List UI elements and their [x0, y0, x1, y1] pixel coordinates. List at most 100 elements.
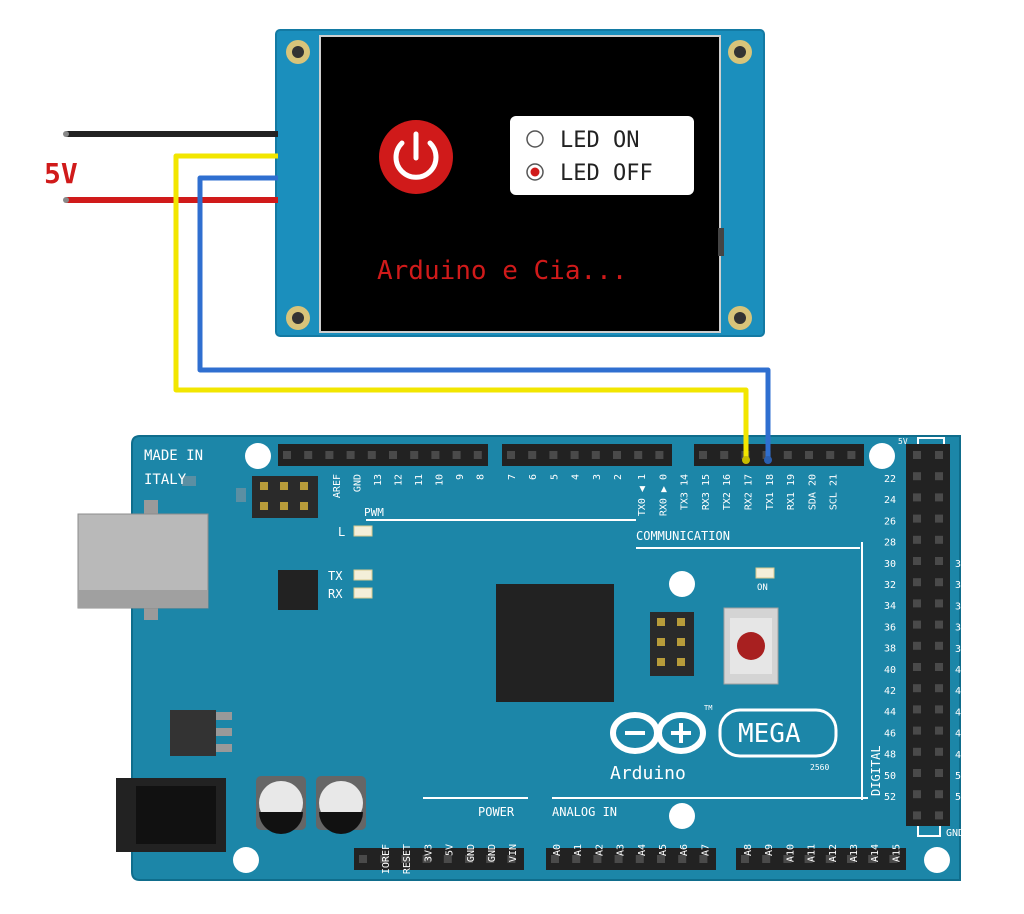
- pin-label-analog: A11: [807, 844, 818, 862]
- pin-label-digital: 34: [884, 601, 896, 612]
- pin-label-digital: 26: [884, 516, 896, 527]
- arduino-mega-board: MADE IN ITALY PWM COMMUNICATION POWER AN…: [77, 435, 967, 881]
- display-mount-hole: [286, 40, 310, 64]
- pin-label-analog: A7: [700, 844, 711, 856]
- header-pin: [935, 705, 943, 714]
- header-pin: [410, 451, 419, 459]
- main-chip: [496, 584, 614, 702]
- mount-hole: [669, 571, 695, 597]
- pin-label-digital: 28: [884, 538, 896, 549]
- header-pin: [699, 451, 707, 459]
- header-pin: [614, 855, 623, 863]
- header-pin: [634, 451, 643, 459]
- header-analog-high: [736, 848, 906, 870]
- header-pin: [847, 855, 855, 863]
- header-pin: [655, 451, 664, 459]
- wire-tx: [173, 153, 749, 460]
- power-icon[interactable]: [379, 120, 453, 194]
- model-label: MEGA: [738, 719, 801, 749]
- header-pin: [913, 726, 921, 735]
- header-pin: [913, 535, 921, 544]
- header-pin: [935, 747, 943, 756]
- pin-label-pwm: GND: [353, 474, 364, 492]
- header-pin: [783, 855, 792, 863]
- pin-label-digital: 35: [955, 601, 967, 612]
- wire-gnd: [63, 131, 278, 137]
- pin-label-pwm: 4: [571, 474, 582, 480]
- pin-label-digital: 32: [884, 580, 896, 591]
- pin-label-comm: TX2 16: [722, 474, 733, 510]
- pin-label-pwm: 9: [455, 474, 466, 480]
- header-pin: [847, 451, 856, 459]
- pin-label-power: IOREF: [381, 844, 392, 874]
- header-pin: [389, 451, 397, 459]
- pin-label-comm: RX0 ▶ 0: [658, 474, 669, 516]
- pin-label-power: GND: [487, 844, 498, 862]
- pin-label-power: 5V: [445, 844, 456, 856]
- header-pwm-low: [502, 444, 672, 466]
- capacitor: [316, 776, 366, 834]
- pin-label-pwm: 3: [592, 474, 603, 480]
- header-pin: [613, 451, 621, 459]
- capacitor: [256, 776, 306, 834]
- pin-label-analog: A10: [785, 844, 796, 862]
- header-pin: [452, 451, 461, 459]
- wire-rx-end: [764, 456, 772, 464]
- pin-label-pwm: 12: [394, 474, 405, 486]
- mount-hole: [245, 443, 271, 469]
- header-pin: [572, 855, 581, 863]
- led-l-label: L: [338, 525, 345, 539]
- pin-label-analog: A5: [658, 844, 669, 856]
- led-on: [755, 567, 775, 579]
- header-pin: [593, 855, 602, 863]
- pin-label-digital: 49: [955, 750, 967, 761]
- header-pin: [635, 855, 644, 863]
- header-pin: [935, 684, 943, 693]
- wire-vcc: [63, 197, 278, 203]
- header-pin: [805, 451, 813, 459]
- made-in-country: ITALY: [144, 472, 187, 488]
- header-analog-low: [546, 848, 716, 870]
- pin-label-digital: 51: [955, 771, 967, 782]
- header-pin: [913, 663, 921, 671]
- header-pin: [591, 451, 600, 459]
- pin-label-digital: 40: [884, 665, 896, 676]
- header-digital: [906, 444, 950, 826]
- pin-label-analog: A0: [552, 844, 563, 856]
- header-pin: [826, 451, 835, 459]
- pin-label-pwm: 13: [373, 474, 384, 486]
- header-pin: [913, 599, 921, 608]
- header-pin: [678, 855, 687, 863]
- wire-rx: [197, 175, 771, 460]
- header-pin: [935, 599, 943, 608]
- header-pin: [762, 855, 771, 863]
- header-pin: [720, 451, 729, 459]
- pin-label-digital: 48: [884, 750, 896, 761]
- header-pin: [935, 535, 943, 544]
- header-power: [354, 848, 524, 870]
- pin-label-digital: 37: [955, 623, 967, 634]
- reset-button[interactable]: [723, 607, 779, 685]
- pin-label-comm: SDA 20: [807, 474, 818, 510]
- header-pin: [935, 641, 943, 650]
- led-option-panel: [510, 116, 694, 195]
- radio-led-off[interactable]: LED OFF: [526, 161, 653, 186]
- header-pin: [913, 451, 921, 459]
- pin-label-power: GND: [466, 844, 477, 862]
- brand-label: Arduino: [610, 763, 686, 784]
- made-in-label: MADE IN: [144, 448, 203, 464]
- led-tx-label: TX: [328, 569, 343, 583]
- radio-led-on[interactable]: LED ON: [526, 128, 639, 153]
- fivev-label: 5V: [898, 437, 908, 446]
- pin-label-pwm: 6: [528, 474, 539, 480]
- header-pin: [935, 620, 943, 629]
- chip-label: 2560: [810, 763, 829, 772]
- pin-label-digital: 31: [955, 559, 967, 570]
- pin-label-digital: 42: [884, 686, 896, 697]
- pin-label-digital: 36: [884, 622, 896, 633]
- header-pin: [913, 514, 921, 523]
- pin-label-comm: TX3 14: [680, 474, 691, 510]
- pin-label-analog: A4: [637, 844, 648, 856]
- header-pin: [913, 747, 921, 756]
- radio-button-icon[interactable]: [526, 130, 544, 148]
